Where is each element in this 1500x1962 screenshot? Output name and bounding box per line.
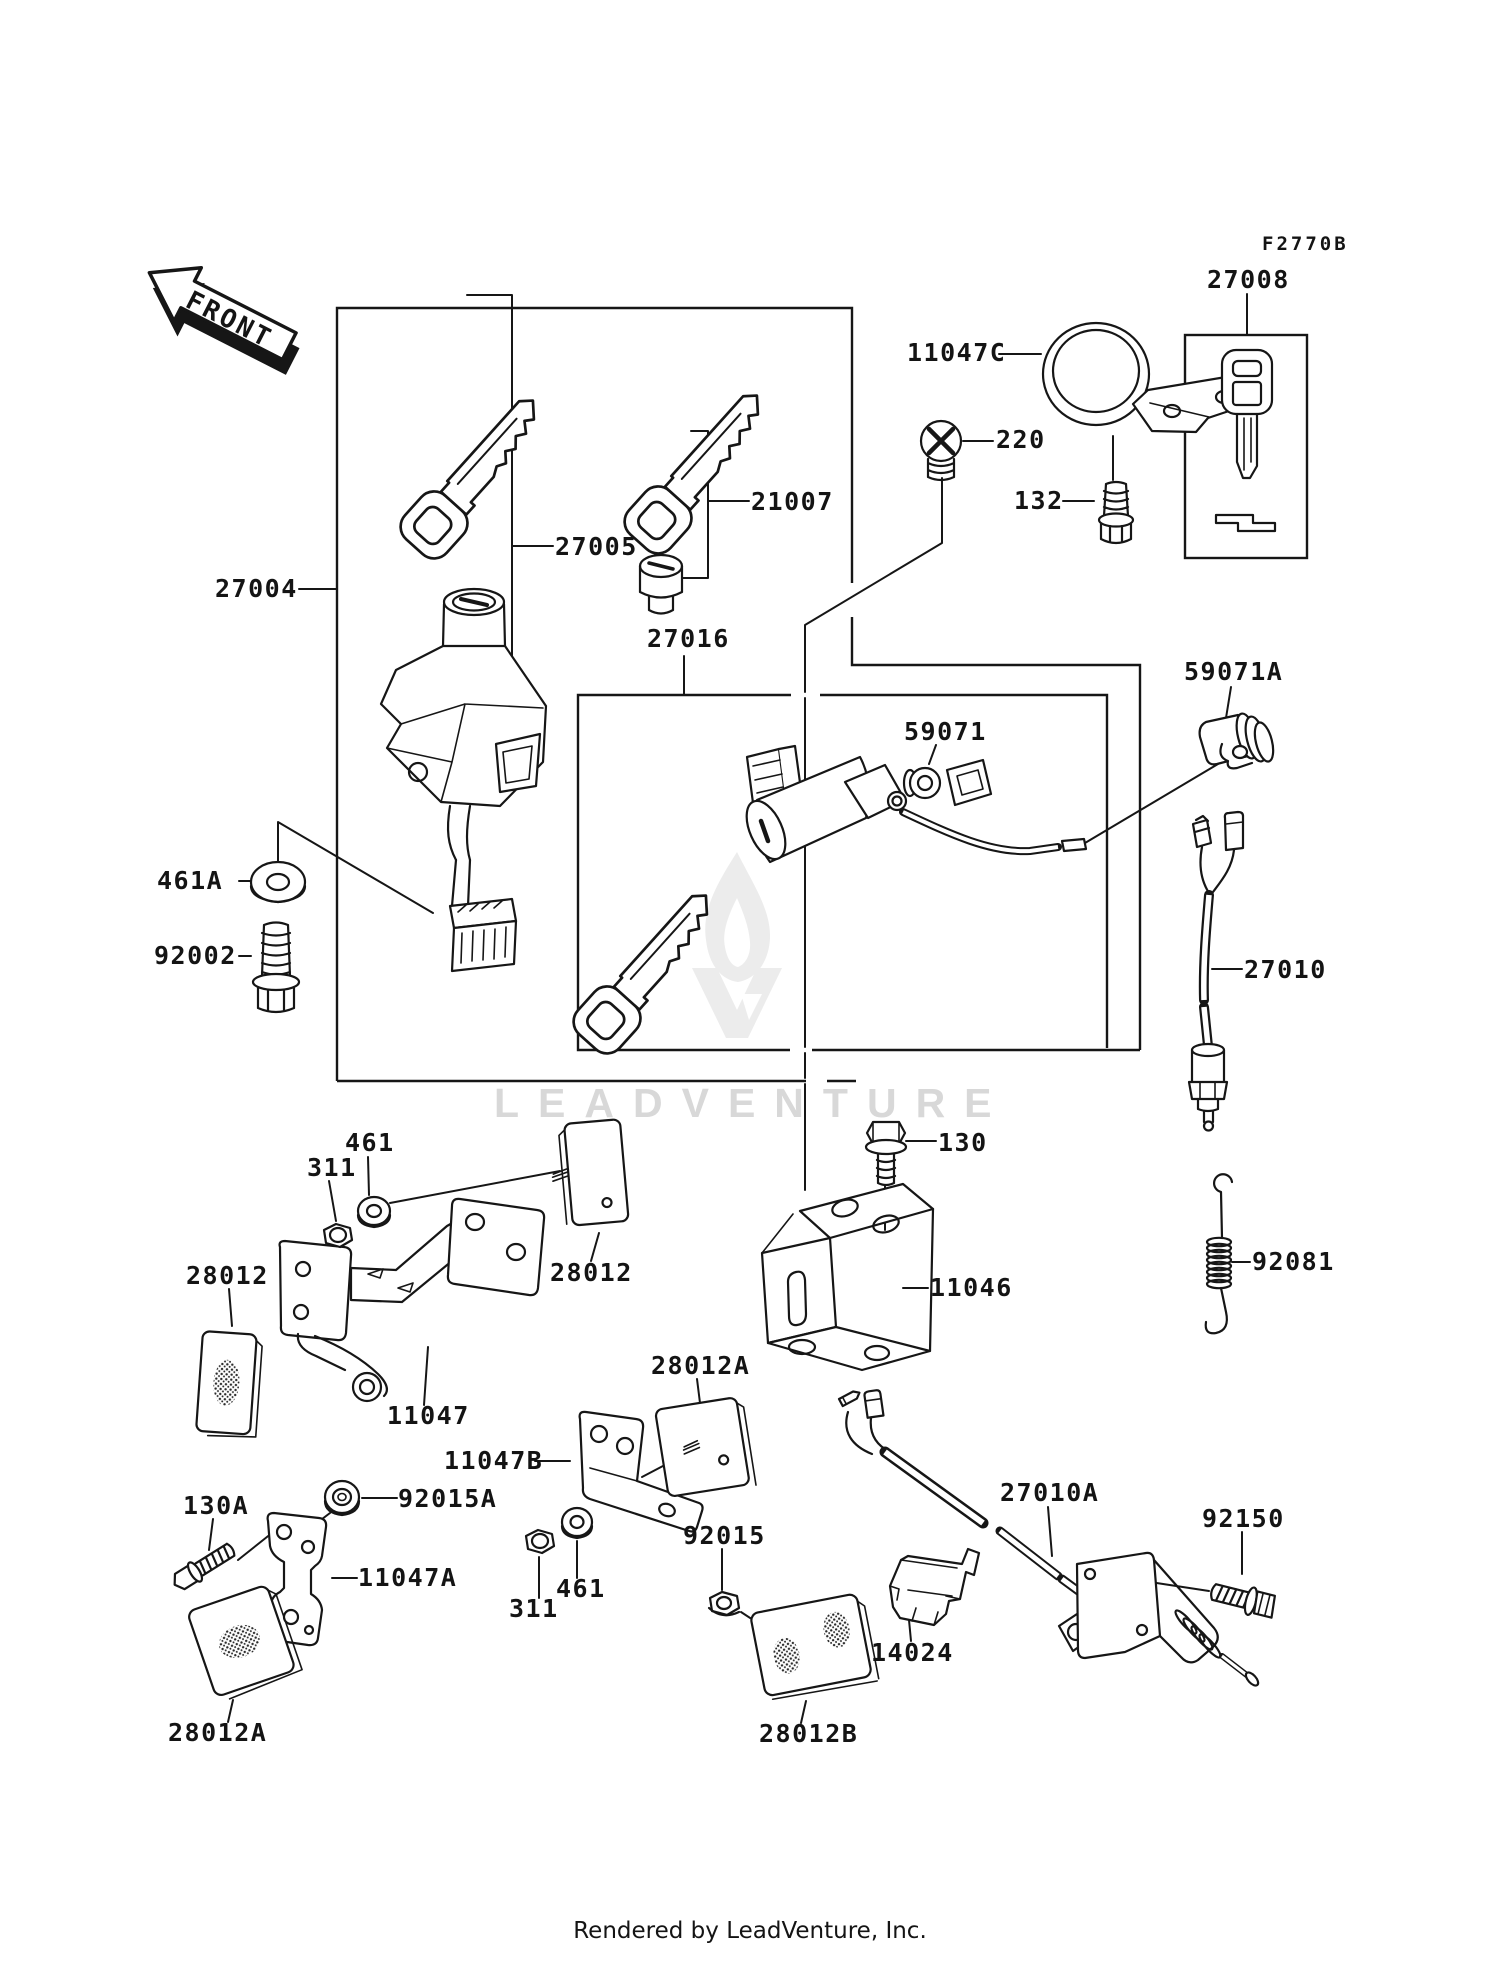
nut-311-2	[524, 1528, 556, 1555]
label-11047: 11047	[387, 1401, 470, 1430]
cover-14024	[888, 1547, 981, 1627]
grommet-92015A	[323, 1479, 361, 1517]
bolt-92150	[1210, 1583, 1276, 1619]
label-92015A: 92015A	[398, 1484, 497, 1513]
label-28012-left: 28012	[186, 1261, 269, 1290]
label-28012B: 28012B	[759, 1719, 858, 1748]
label-92015: 92015	[683, 1521, 766, 1550]
cap-59071A	[1198, 712, 1275, 770]
label-28012-right: 28012	[550, 1258, 633, 1287]
label-27005: 27005	[555, 532, 638, 561]
key-blank-27008	[1214, 348, 1277, 533]
label-figure-code: F2770B	[1262, 233, 1349, 255]
label-28012A-bottom: 28012A	[168, 1718, 267, 1747]
reflector-28012A-bottom-left	[188, 1585, 303, 1700]
label-92002: 92002	[154, 941, 237, 970]
key-21007	[616, 381, 787, 562]
label-130: 130	[938, 1128, 988, 1157]
label-27010: 27010	[1244, 955, 1327, 984]
group-box-27016	[576, 693, 1140, 1052]
bolt-130A	[173, 1542, 236, 1591]
clamp-11047C	[1041, 321, 1252, 434]
key-code-mark	[1214, 513, 1277, 533]
label-28012A-center: 28012A	[651, 1351, 750, 1380]
label-311-1: 311	[307, 1153, 357, 1182]
washer-461-1	[356, 1195, 392, 1229]
bracket-11047B	[578, 1410, 704, 1533]
nut-311-1	[322, 1222, 354, 1249]
label-311-2: 311	[509, 1594, 559, 1623]
key-27005	[392, 386, 563, 567]
label-92150: 92150	[1202, 1504, 1285, 1533]
group-box-27004	[335, 306, 1142, 1083]
leader-lines	[208, 293, 1251, 1724]
label-59071A: 59071A	[1184, 657, 1283, 686]
nut-92015	[707, 1590, 741, 1617]
part-labels: F2770B 27008 11047C 220 132 27004 27005 21007 27…	[154, 233, 1349, 1944]
bracket-11046	[760, 1182, 935, 1372]
reflector-28012-right	[551, 1118, 630, 1227]
bolt-92002	[251, 921, 301, 1014]
label-11047A: 11047A	[358, 1563, 457, 1592]
actuator-27010A	[1057, 1551, 1260, 1687]
reflector-28012B	[750, 1593, 880, 1701]
label-11046: 11046	[930, 1273, 1013, 1302]
grommet-59071	[902, 758, 993, 807]
bracket-11047A	[264, 1511, 328, 1647]
lock-cylinder-27016	[745, 744, 1088, 864]
label-footer: Rendered by LeadVenture, Inc.	[573, 1918, 927, 1944]
label-27004: 27004	[215, 574, 298, 603]
washer-461A	[249, 860, 307, 904]
reflector-28012A-center	[654, 1397, 757, 1498]
label-461A: 461A	[157, 866, 223, 895]
label-461-1: 461	[345, 1128, 395, 1157]
label-59071: 59071	[904, 717, 987, 746]
key-blank-box-27008	[1183, 333, 1309, 560]
label-27008: 27008	[1207, 265, 1290, 294]
label-21007: 21007	[751, 487, 834, 516]
label-461-2: 461	[556, 1574, 606, 1603]
label-watermark: LEADVENTURE	[494, 1080, 1011, 1126]
label-132: 132	[1014, 486, 1064, 515]
bracket-11047	[278, 1197, 546, 1403]
bolt-132	[1097, 480, 1135, 545]
label-14024: 14024	[871, 1638, 954, 1667]
watermark-logo	[692, 852, 782, 1038]
reflector-28012-left	[195, 1330, 263, 1438]
label-27010A: 27010A	[1000, 1478, 1099, 1507]
label-27016: 27016	[647, 624, 730, 653]
bolt-130	[864, 1120, 908, 1187]
lock-cap-21007	[638, 553, 684, 615]
label-11047B: 11047B	[444, 1446, 543, 1475]
washer-461-2	[560, 1506, 594, 1540]
spring-92081	[1204, 1173, 1234, 1335]
label-130A: 130A	[183, 1491, 249, 1520]
switch-27010	[1187, 810, 1245, 1132]
ignition-switch-27004	[379, 587, 548, 973]
label-11047C: 11047C	[907, 338, 1006, 367]
screw-220	[919, 419, 963, 482]
front-arrow	[147, 266, 300, 375]
label-220: 220	[996, 425, 1046, 454]
label-92081: 92081	[1252, 1247, 1335, 1276]
